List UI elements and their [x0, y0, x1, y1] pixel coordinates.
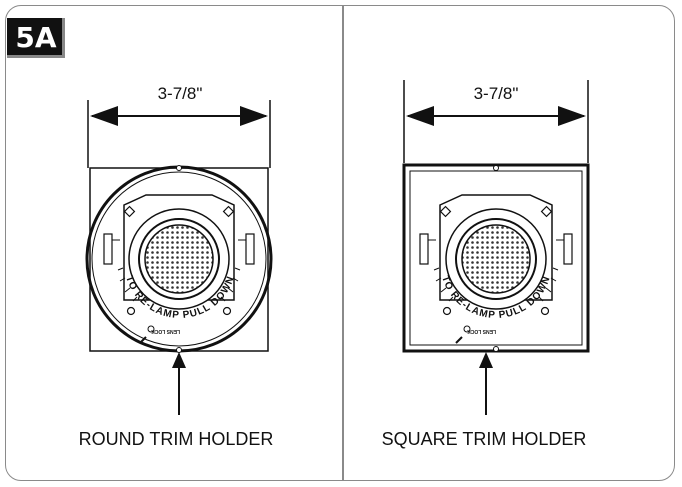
- right-dial-ticks: [433, 267, 559, 302]
- right-panel: 3-7/8" TO RE-LAMP PULL DOWN LEN: [382, 80, 590, 449]
- left-lens-mesh: [144, 224, 214, 294]
- right-dimension-label: 3-7/8": [474, 84, 519, 103]
- left-spring-clip-right: [245, 233, 255, 265]
- left-dial-ticks: [117, 267, 241, 302]
- panel-divider: [342, 5, 344, 481]
- right-lens-lock-label: LENS LOCK: [467, 328, 496, 334]
- figure-frame: [5, 5, 675, 481]
- left-trim-screw-top: [176, 165, 182, 171]
- left-trim-screw-bottom: [176, 347, 182, 353]
- left-spring-clip-left: [103, 233, 113, 265]
- left-round-trim-inner: [91, 171, 267, 347]
- left-lens-lock-label: LENS LOCK: [151, 328, 180, 334]
- left-panel: 3-7/8" TO RE-LAMP PUL: [79, 84, 274, 449]
- figure-badge: 5A: [7, 18, 65, 58]
- right-caption: SQUARE TRIM HOLDER: [382, 429, 587, 449]
- left-caption: ROUND TRIM HOLDER: [79, 429, 274, 449]
- left-lens-lock-icon: [147, 325, 155, 333]
- right-spring-clip-left: [419, 233, 429, 265]
- left-lens-lock-slot: [139, 336, 147, 344]
- right-lens-lock-icon: [463, 325, 471, 333]
- left-dimension-label: 3-7/8": [158, 84, 203, 103]
- right-spring-clip-right: [563, 233, 573, 265]
- right-lens-mesh: [461, 224, 531, 294]
- right-lens-lock-slot: [455, 336, 463, 344]
